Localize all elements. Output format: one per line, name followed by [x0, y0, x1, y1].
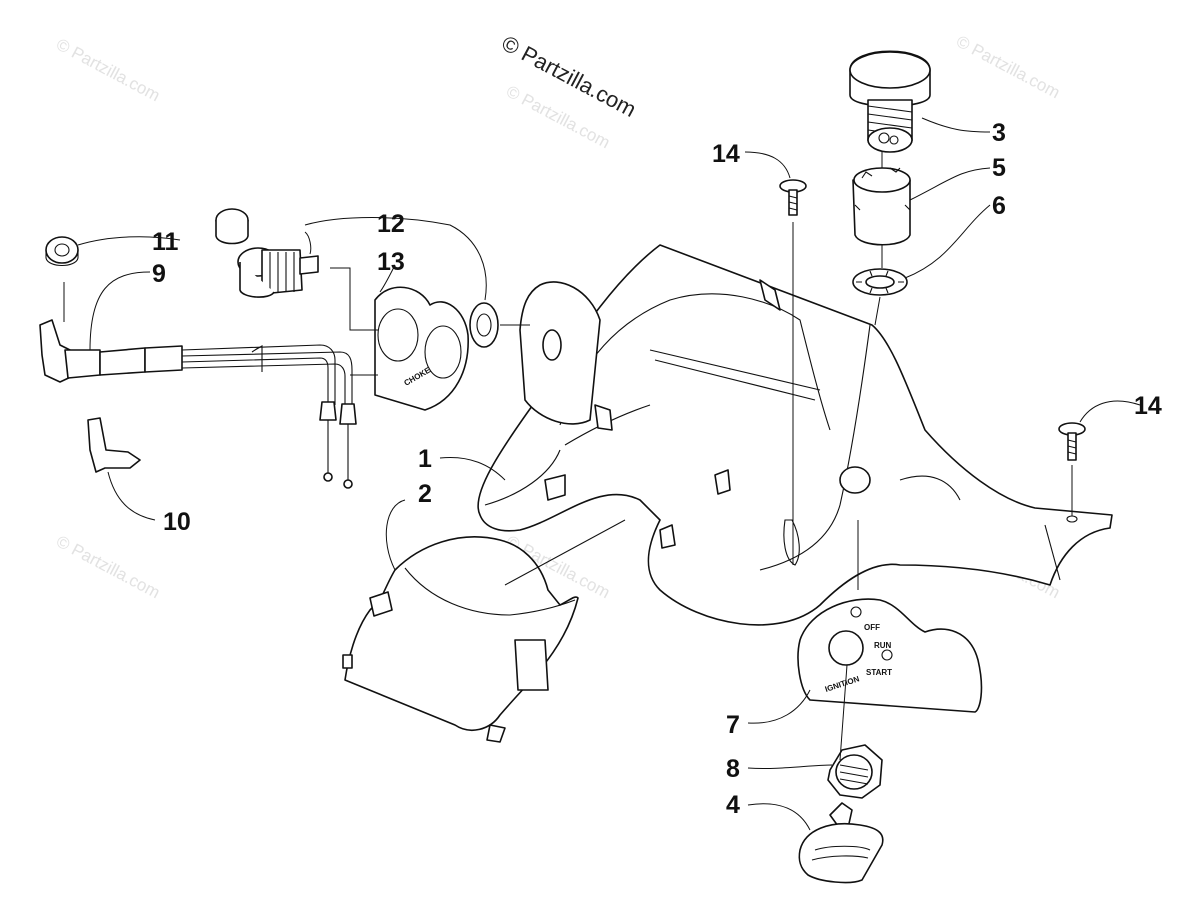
callout-14-right: 14 — [1134, 392, 1162, 420]
ignition-switch — [849, 50, 931, 153]
choke-plate: CHOKE — [374, 286, 469, 411]
lock-washer — [852, 268, 908, 296]
callout-8: 8 — [726, 755, 740, 783]
outlet-nut — [469, 302, 499, 348]
leader-line — [744, 151, 791, 179]
retainer-ring — [852, 167, 911, 246]
callout-3: 3 — [992, 119, 1006, 147]
ignition-start-label: START — [866, 668, 892, 677]
watermark: © Partzilla.com — [953, 32, 1063, 103]
watermark: © Partzilla.com — [53, 35, 163, 106]
leader-line — [874, 152, 883, 326]
ignition-off-label: OFF — [864, 623, 880, 632]
callout-5: 5 — [992, 154, 1006, 182]
leader-line — [839, 664, 848, 761]
callout-6: 6 — [992, 192, 1006, 220]
leader-line — [439, 456, 506, 481]
throttle-lever — [87, 417, 141, 473]
leader-line — [107, 471, 156, 521]
callout-10: 10 — [163, 508, 191, 536]
callout-7: 7 — [726, 711, 740, 739]
screw-right — [1058, 422, 1086, 461]
watermark: © Partzilla.com — [53, 532, 163, 603]
callout-13: 13 — [377, 248, 405, 276]
choke-lever-cable — [39, 319, 357, 489]
leader-line — [379, 264, 396, 293]
leader-line — [747, 689, 811, 724]
console-housing — [477, 244, 1113, 626]
leader-line — [304, 217, 487, 301]
callout-12: 12 — [377, 210, 405, 238]
washer — [45, 236, 79, 267]
screw-left — [779, 179, 807, 216]
ignition-key — [798, 802, 884, 884]
leader-line — [747, 764, 833, 769]
ignition-run-label: RUN — [874, 641, 892, 650]
leader-line — [909, 167, 991, 201]
leader-line — [1079, 400, 1141, 423]
leader-line — [304, 231, 312, 255]
leader-line — [504, 519, 626, 586]
leader-line — [747, 803, 811, 831]
callout-11: 11 — [152, 228, 179, 256]
leader-line — [330, 267, 378, 331]
callout-1: 1 — [418, 445, 432, 473]
leader-line — [385, 499, 406, 571]
ignition-plate: OFF RUN START IGNITION — [797, 598, 983, 713]
callout-14-top: 14 — [712, 140, 740, 168]
hex-nut — [827, 744, 883, 799]
accessory-outlet — [215, 208, 319, 298]
callout-4: 4 — [726, 791, 740, 819]
lower-cover — [342, 536, 579, 743]
callout-9: 9 — [152, 260, 166, 288]
callout-2: 2 — [418, 480, 432, 508]
leader-line — [904, 204, 991, 279]
copyright-notice: © Partzilla.com — [498, 30, 641, 122]
leader-line — [89, 271, 151, 351]
leader-line — [921, 117, 991, 133]
leader-line — [77, 236, 181, 246]
